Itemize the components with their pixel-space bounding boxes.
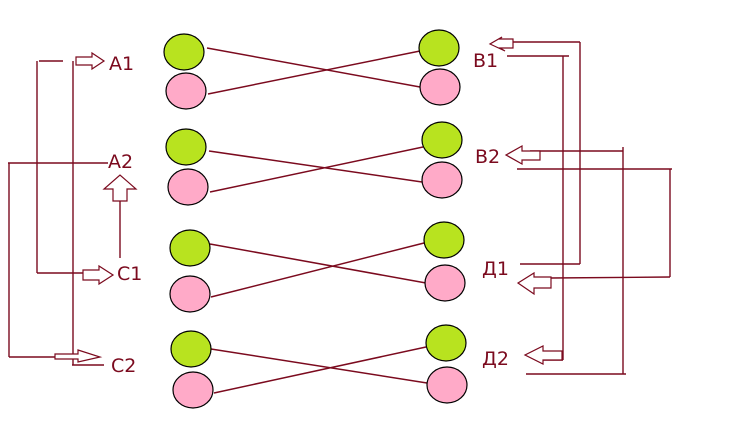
node-green-left-2	[165, 128, 207, 166]
node-green-left-1	[163, 33, 205, 71]
node-pink-left-3	[169, 275, 211, 313]
node-green-right-2	[421, 121, 463, 159]
node-pink-left-2	[167, 168, 209, 206]
arrow-to-c1-icon	[82, 264, 115, 286]
wire-d1-arrow-line	[550, 276, 671, 279]
cross-line-2b	[209, 146, 424, 193]
node-pink-right-1	[419, 68, 461, 106]
arrow-to-b1-icon	[488, 36, 514, 52]
label-a1: A1	[109, 53, 134, 75]
cross-line-4b	[213, 346, 427, 394]
node-pink-left-1	[165, 72, 207, 110]
right-wiring	[507, 41, 672, 375]
node-pink-left-4	[172, 371, 214, 409]
arrow-to-c2-icon	[54, 349, 103, 363]
node-green-right-4	[425, 324, 467, 362]
label-c1: C1	[117, 263, 142, 285]
node-green-right-3	[423, 221, 465, 259]
node-pink-right-2	[421, 161, 463, 199]
label-b2: B2	[475, 146, 500, 168]
node-green-right-1	[418, 29, 460, 67]
arrow-to-b2-icon	[504, 144, 541, 166]
node-green-left-4	[170, 330, 212, 368]
label-b1: B1	[473, 50, 498, 72]
label-d2: Д2	[482, 348, 509, 370]
cross-line-4a	[210, 348, 428, 384]
crossing-lines	[206, 47, 428, 394]
cross-line-1a	[206, 47, 421, 88]
node-green-left-3	[169, 229, 211, 267]
left-wiring	[8, 60, 121, 366]
nodes	[163, 29, 468, 409]
node-pink-right-3	[424, 264, 466, 302]
arrow-to-d2-icon	[523, 345, 563, 365]
cross-line-3b	[210, 242, 425, 298]
arrow-to-d1-icon	[516, 271, 552, 296]
label-d1: Д1	[482, 258, 509, 280]
cross-line-1b	[207, 50, 421, 95]
label-a2: A2	[108, 151, 133, 173]
cross-line-3a	[209, 243, 427, 284]
node-pink-right-4	[426, 366, 468, 404]
arrow-to-a1-icon	[75, 51, 106, 71]
arrow-up-to-a2-icon	[102, 174, 138, 202]
label-c2: C2	[111, 355, 136, 377]
cross-line-2a	[208, 150, 423, 183]
